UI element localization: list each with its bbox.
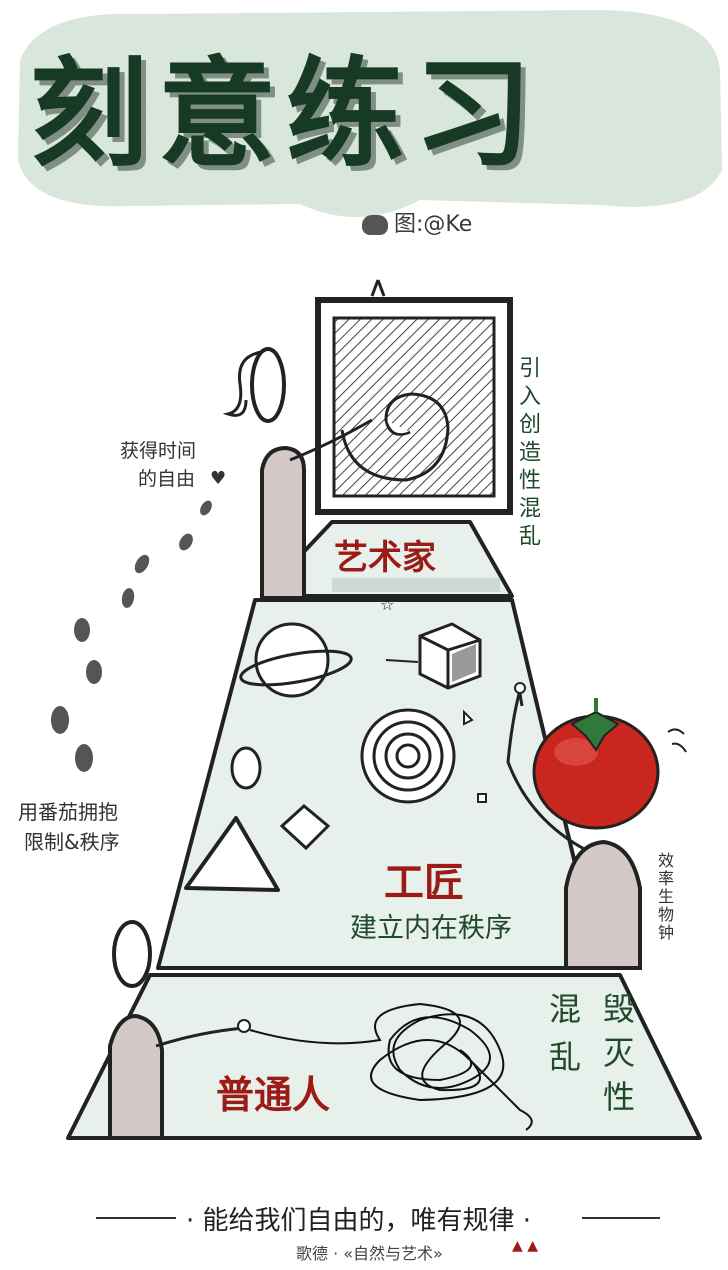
bear-icon	[362, 215, 388, 235]
tomato-icon	[532, 698, 687, 830]
craftsman-side-text: 效率生物钟	[655, 852, 674, 942]
cube-icon	[385, 622, 482, 690]
credit-text: 图:@Ke	[362, 206, 472, 238]
title-background-blob	[18, 10, 722, 218]
artist-figure	[222, 347, 373, 600]
craftsman-label: 工匠	[384, 860, 464, 906]
footer-source: 歌德 · «自然与艺术»	[296, 1244, 443, 1263]
ordinary-side-col1: 混乱	[544, 992, 582, 1088]
small-square-icon	[477, 793, 487, 803]
artist-note-line1: 获得时间	[120, 440, 197, 462]
artist-side-text: 引入创造性混乱	[515, 356, 540, 552]
footprints-icon	[51, 500, 212, 772]
ordinary-side-col2: 毁灭性	[598, 992, 636, 1124]
artist-label: 艺术家	[334, 538, 436, 578]
ordinary-person-figure	[108, 920, 251, 1140]
footer-marks: ▲ ▲	[512, 1238, 538, 1254]
tangled-scribble-icon	[249, 1002, 533, 1131]
craftsman-figure	[506, 682, 642, 970]
painting-icon	[315, 279, 513, 515]
heart-icon: ♥	[210, 468, 226, 489]
diamond-icon	[279, 804, 331, 851]
concentric-circles-icon	[360, 708, 456, 804]
credit-label: 图:@Ke	[394, 212, 473, 237]
triangle-icon	[184, 816, 280, 892]
tier-top-shadow	[332, 578, 500, 592]
saturn-icon	[239, 622, 353, 698]
ordinary-label: 普通人	[216, 1073, 331, 1117]
footer-quote: · 能给我们自由的，唯有规律 ·	[186, 1206, 532, 1236]
left-note-line2: 限制&秩序	[24, 830, 120, 854]
small-star-icon: ☆	[380, 595, 394, 614]
left-note-line1: 用番茄拥抱	[18, 800, 118, 824]
artist-note-line2: 的自由	[138, 468, 196, 490]
page-title: 刻意练习	[30, 45, 543, 183]
craftsman-subtitle: 建立内在秩序	[350, 913, 512, 944]
small-triangle-icon	[463, 709, 474, 726]
oval-icon	[230, 746, 262, 790]
